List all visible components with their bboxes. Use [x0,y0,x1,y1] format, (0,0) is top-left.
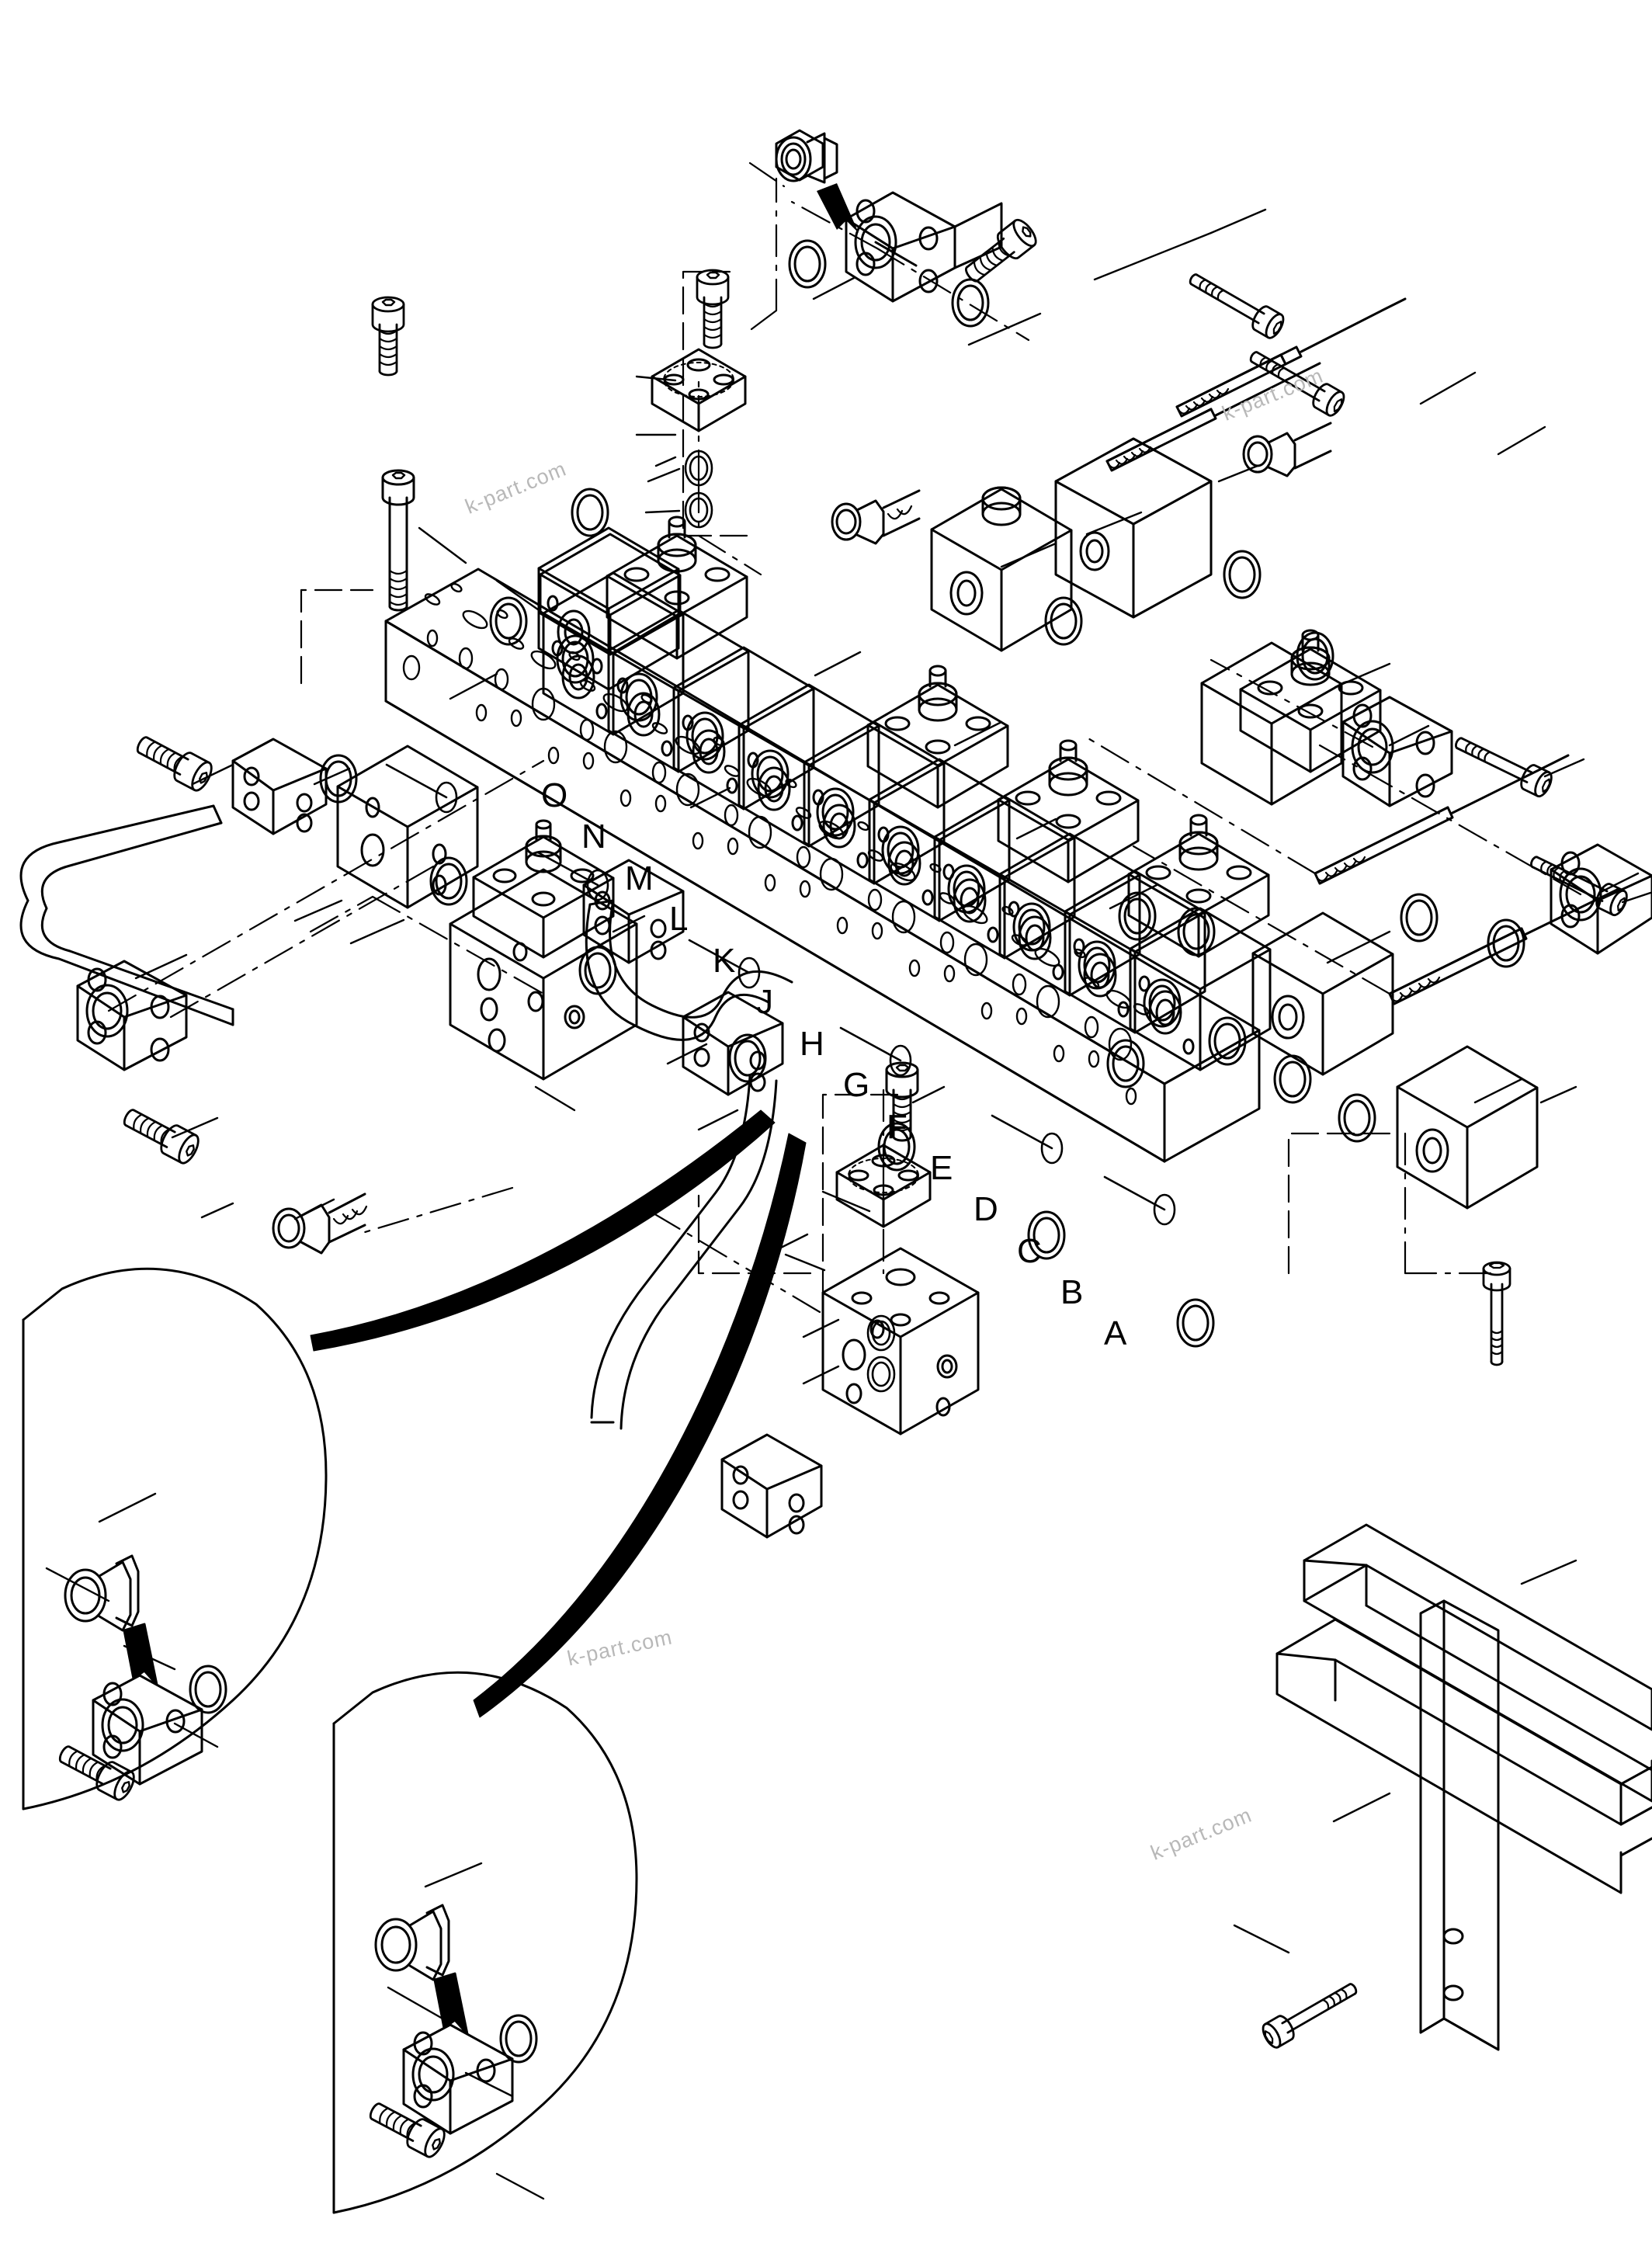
hose-end-fitting-midleft [272,1192,368,1255]
split-flange-right-1 [1341,696,1453,807]
tie-rod-stud [1105,362,1321,472]
manifold-section-label-k: K [713,942,736,980]
manifold-section-label-d: D [974,1190,998,1228]
socket-head-bolt-bottom [885,1061,919,1142]
manifold-section-label-l: L [669,900,689,938]
hydraulic-tube-left [19,804,234,1026]
valve-block-left [537,526,680,691]
socket-head-bolt [130,728,217,795]
split-flange [92,1674,203,1786]
manifold-port-holes-front [402,629,1137,1106]
assembly-arrow [817,183,859,233]
support-post [1419,1599,1500,2051]
o-ring-seal [499,2014,538,2064]
relief-valve-cartridge [606,516,748,660]
manifold-section-label-o: O [541,776,568,814]
hose-end-fitting-top [775,129,838,184]
split-flange-mid-1 [582,859,685,964]
split-flange-left-upper [231,738,328,835]
split-flange-top-right [845,191,1003,303]
tie-rod-stud [1388,887,1620,1005]
detail-view-left [22,1267,328,1810]
bottom-valve-block [821,1247,980,1435]
end-cap-block [539,533,682,656]
o-ring-seal [1106,1039,1145,1088]
socket-head-bolt [371,296,405,377]
valve-section-block [1200,641,1343,806]
tie-rod-stud [1314,754,1570,885]
o-ring-seal [951,278,990,328]
end-cap-block-right [1054,437,1213,619]
detail-callout-arrow-left [310,1109,776,1352]
manifold-section-label-g: G [843,1066,870,1104]
o-ring-seal [1044,596,1083,646]
o-ring-seal [866,1356,896,1393]
manifold-section-label-e: E [930,1149,953,1187]
manifold-section-label-j: J [756,983,773,1021]
hose-end-fitting-right [1242,422,1332,477]
tie-rod-stud [1175,297,1407,418]
o-ring-seal [816,787,855,837]
o-ring-seal [881,825,920,875]
manifold-section-label-c: C [1017,1232,1042,1270]
manifold-section-label-b: B [1060,1273,1084,1311]
relief-valve-cartridges [606,486,1382,958]
hose-end-fitting-midtop [831,489,921,545]
hex-head-bolt [1258,1974,1363,2052]
o-ring-seal [489,596,528,646]
mounting-bracket-angle [1275,1523,1652,1894]
o-ring-seal [751,749,790,799]
manifold-block [384,568,1261,1163]
o-ring-seal [429,856,468,906]
relief-valve-cartridge [866,665,1009,809]
split-flange-left [76,960,188,1071]
hose-end-fitting [64,1554,140,1632]
hose-end-fitting [374,1904,450,1981]
o-ring-seal [620,672,658,722]
o-ring-seal [1208,1016,1247,1066]
o-ring-seal [1296,631,1334,681]
o-ring-seal [1118,891,1157,941]
hex-head-bolt [1183,265,1288,342]
o-ring-seal [189,1665,227,1714]
manifold-section-label-a: A [1104,1314,1127,1352]
detail-view-bottom [332,1671,638,2214]
o-ring-seal [1400,893,1439,943]
leader-line [45,208,1652,2200]
end-cap-block [336,745,479,909]
socket-head-bolt [958,215,1041,290]
o-ring-seal [788,239,827,289]
end-cap-block [1396,1045,1539,1210]
valve-section-block [1251,911,1394,1076]
assembly-arrow [433,1972,469,2036]
hex-head-bolt [1482,1261,1511,1366]
socket-head-bolt [381,469,415,612]
centerline [107,161,1582,1314]
detail-callout-arrow-bottom [473,1133,807,1718]
relief-valve-cartridge [997,739,1140,884]
o-ring-seal [1143,978,1182,1028]
manifold-section-label-m: M [625,859,654,897]
manifold-section-label-f: F [887,1108,908,1146]
o-ring-seal [1223,550,1262,599]
relief-valve-cartridge [930,486,1073,652]
manifold-section-label-h: H [800,1025,824,1063]
split-flange-lower [720,1433,823,1539]
o-ring-seal [578,946,617,995]
assembly-arrow [123,1623,158,1686]
o-ring-seal [1176,1298,1215,1348]
o-ring-seal [1177,907,1216,956]
socket-head-bolt [53,1738,139,1804]
lower-left-valve-block [449,819,638,1081]
split-flange [402,2023,514,2135]
o-ring-seal [685,711,724,761]
o-ring-seal [1078,940,1116,990]
split-flange-mid-2 [682,991,784,1096]
manifold-section-label-n: N [581,818,606,856]
split-flange-right-2 [1550,843,1652,955]
socket-head-bolt [696,269,730,349]
manifold-side-port-bosses [385,763,1176,1226]
socket-head-bolt [117,1101,203,1168]
